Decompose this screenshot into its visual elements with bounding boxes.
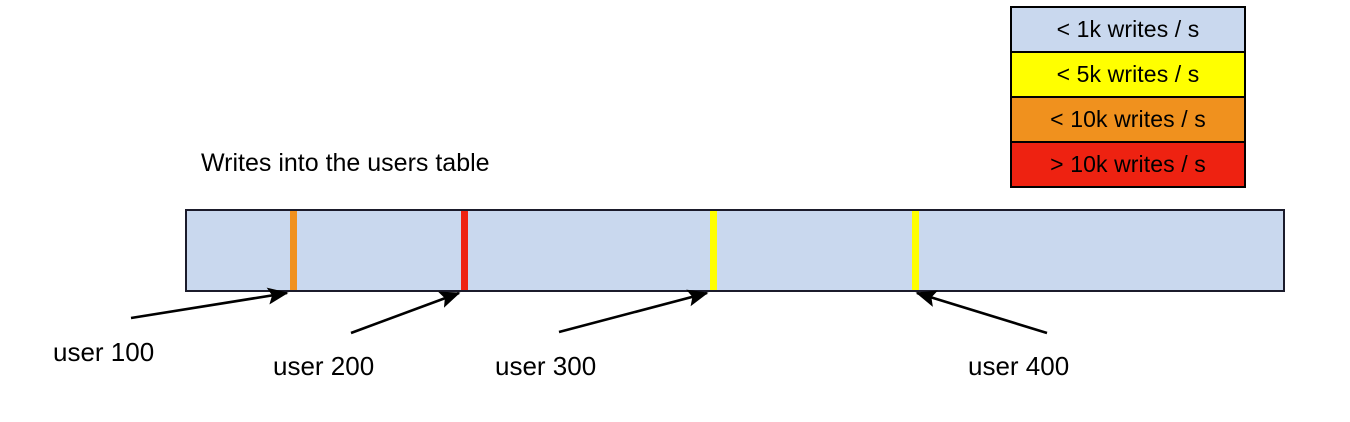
bar-fill bbox=[187, 211, 1283, 290]
users-table-bar bbox=[185, 209, 1285, 292]
legend-label: < 5k writes / s bbox=[1056, 61, 1200, 87]
chart-title: Writes into the users table bbox=[201, 149, 490, 177]
user-400-arrow bbox=[915, 290, 1048, 335]
legend: < 1k writes / s < 5k writes / s < 10k wr… bbox=[1010, 6, 1246, 188]
user-100-stripe bbox=[290, 211, 297, 290]
legend-item-lt-10k: < 10k writes / s bbox=[1012, 98, 1244, 143]
legend-label: > 10k writes / s bbox=[1050, 151, 1206, 177]
user-400-stripe bbox=[912, 211, 919, 290]
legend-item-lt-5k: < 5k writes / s bbox=[1012, 53, 1244, 98]
legend-label: < 1k writes / s bbox=[1056, 16, 1200, 42]
legend-label: < 10k writes / s bbox=[1050, 106, 1206, 132]
legend-item-lt-1k: < 1k writes / s bbox=[1012, 8, 1244, 53]
user-300-label: user 300 bbox=[495, 351, 597, 381]
user-100-label: user 100 bbox=[53, 337, 155, 367]
user-300-arrow bbox=[558, 289, 709, 334]
user-200-stripe bbox=[461, 211, 468, 290]
user-400-label: user 400 bbox=[968, 351, 1070, 381]
user-200-arrow bbox=[350, 291, 461, 335]
user-300-stripe bbox=[710, 211, 717, 290]
user-200-label: user 200 bbox=[273, 351, 375, 381]
legend-item-gt-10k: > 10k writes / s bbox=[1012, 143, 1244, 186]
user-100-arrow bbox=[130, 287, 289, 320]
